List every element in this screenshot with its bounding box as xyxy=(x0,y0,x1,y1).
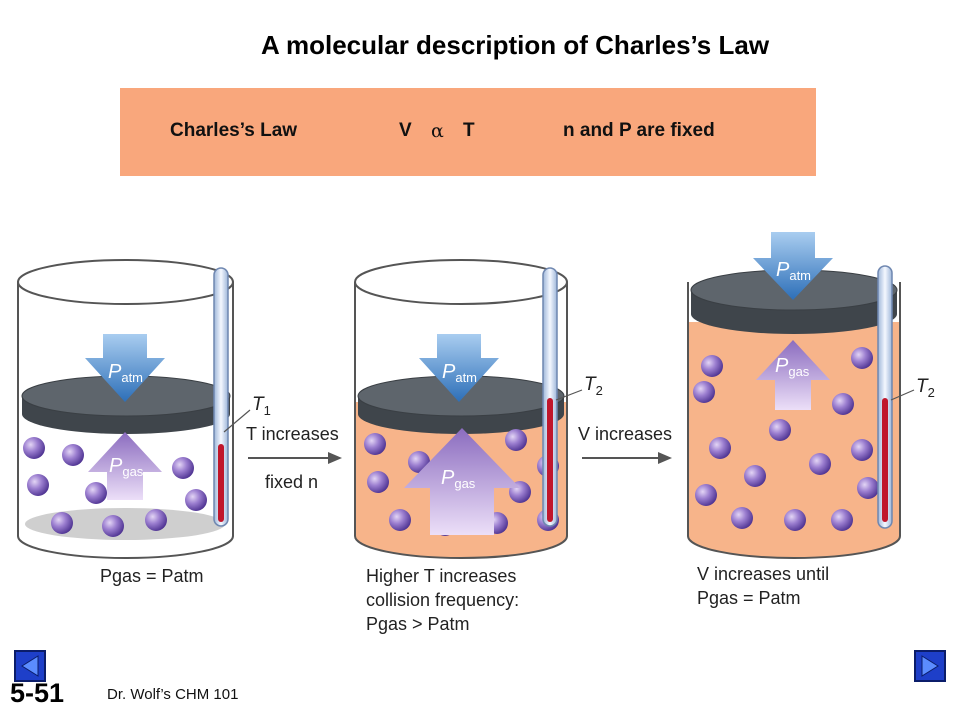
atm-pressure-arrow-3 xyxy=(753,232,833,300)
svg-text:Pgas: Pgas xyxy=(109,455,144,479)
arrow2-line1: V increases xyxy=(578,424,672,444)
t1-subscript: 1 xyxy=(264,403,271,418)
svg-text:Pgas: Pgas xyxy=(775,355,810,379)
thermometer-1 xyxy=(213,267,229,527)
t2-subscript-b: 2 xyxy=(928,385,935,400)
gas-pressure-arrow-2 xyxy=(404,428,520,535)
gas-label-p-3: P xyxy=(775,355,789,377)
law-banner: Charles’s Law V α T n and P are fixed xyxy=(120,88,816,176)
relation-v: V xyxy=(399,120,412,141)
container-3 xyxy=(687,232,901,559)
forward-arrow-icon xyxy=(921,655,939,677)
caption-3-line1: V increases until xyxy=(697,564,829,584)
process-arrow-2 xyxy=(582,452,672,464)
process-arrow-1 xyxy=(248,452,342,464)
svg-text:T1: T1 xyxy=(252,394,271,418)
caption-1: Pgas = Patm xyxy=(100,566,204,586)
thermometer-2 xyxy=(542,267,558,527)
gas-label-sub-2: gas xyxy=(454,476,475,491)
gas-molecules-3 xyxy=(693,347,879,531)
svg-text:Patm: Patm xyxy=(442,361,477,385)
atm-label-sub-3: atm xyxy=(789,268,811,283)
svg-text:Patm: Patm xyxy=(776,259,811,283)
atm-label-sub-2: atm xyxy=(455,370,477,385)
svg-text:Patm: Patm xyxy=(108,361,143,385)
t2-subscript-a: 2 xyxy=(596,383,603,398)
svg-text:Pgas: Pgas xyxy=(441,467,476,491)
atm-pressure-arrow-2 xyxy=(419,334,499,402)
t2-label-a: T xyxy=(584,374,597,395)
forward-button[interactable] xyxy=(914,650,946,682)
container-1 xyxy=(17,259,234,559)
gas-pressure-arrow-1 xyxy=(88,432,162,500)
atm-pressure-arrow-1 xyxy=(85,334,165,402)
container-2 xyxy=(354,259,568,559)
back-button[interactable] xyxy=(14,650,46,682)
svg-text:T2: T2 xyxy=(916,376,935,400)
gas-label-sub-1: gas xyxy=(122,464,143,479)
atm-label-p-2: P xyxy=(442,361,456,383)
thermometer-3 xyxy=(877,265,893,529)
course-footer: Dr. Wolf’s CHM 101 xyxy=(107,686,239,703)
gas-label-p-2: P xyxy=(441,467,455,489)
arrow1-line1: T increases xyxy=(246,424,339,444)
caption-3-line2: Pgas = Patm xyxy=(697,588,801,608)
gas-molecules-1 xyxy=(23,437,207,537)
t2-label-b: T xyxy=(916,376,929,397)
caption-2-line2: collision frequency: xyxy=(366,590,519,610)
atm-label-p-1: P xyxy=(108,361,122,383)
atm-label-sub-1: atm xyxy=(121,370,143,385)
fixed-conditions: n and P are fixed xyxy=(563,120,715,141)
gas-label-p-1: P xyxy=(109,455,123,477)
t1-label: T xyxy=(252,394,265,415)
gas-pressure-arrow-3 xyxy=(756,340,830,410)
law-name: Charles’s Law xyxy=(170,120,298,141)
caption-2-line1: Higher T increases xyxy=(366,566,516,586)
atm-label-p-3: P xyxy=(776,259,790,281)
arrow1-line2: fixed n xyxy=(265,472,318,492)
slide-number: 5-51 xyxy=(10,678,65,708)
gas-label-sub-3: gas xyxy=(788,364,809,379)
slide-title: A molecular description of Charles’s Law xyxy=(260,30,770,60)
svg-text:T2: T2 xyxy=(584,374,603,398)
caption-2-line3: Pgas > Patm xyxy=(366,614,470,634)
relation-t: T xyxy=(463,120,475,141)
back-arrow-icon xyxy=(21,655,39,677)
proportional-symbol: α xyxy=(431,120,444,142)
